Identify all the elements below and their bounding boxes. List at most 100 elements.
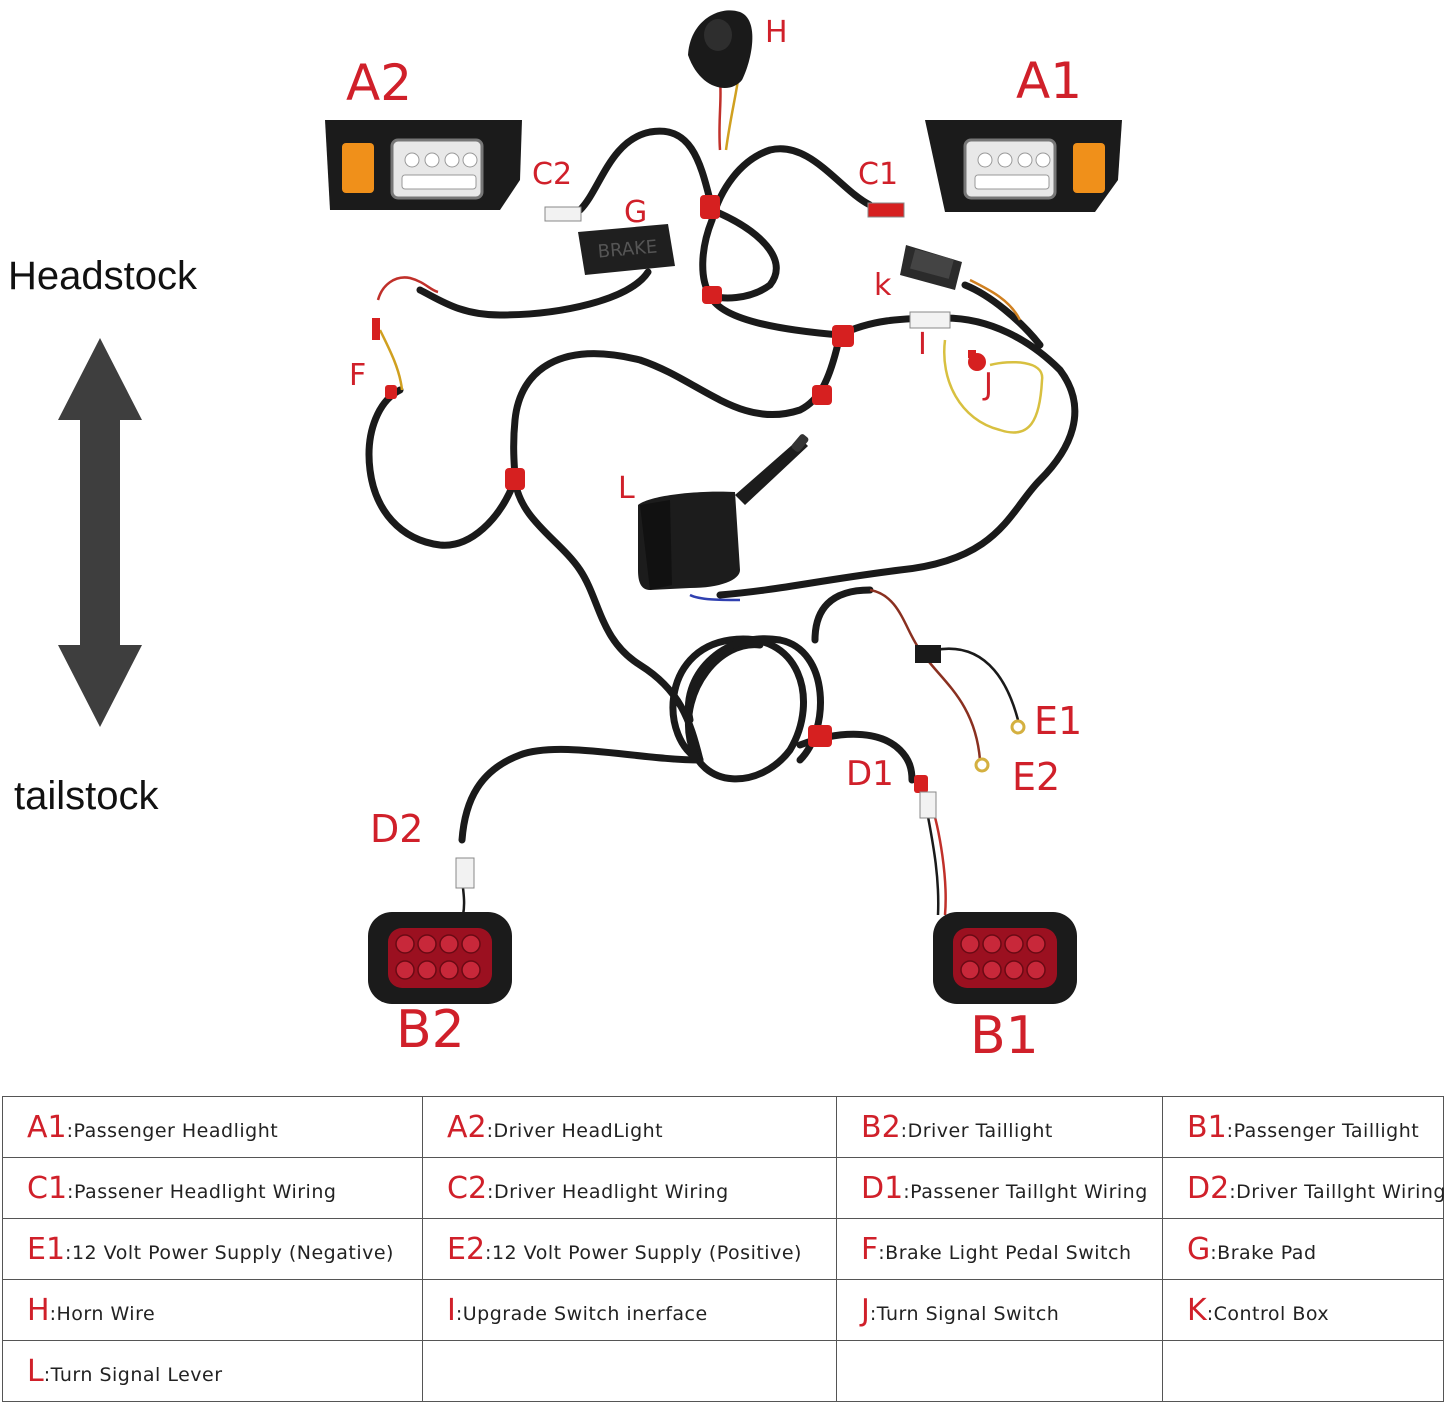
legend-code: H: [27, 1292, 50, 1328]
label-c2: C2: [532, 157, 572, 192]
legend-description: Driver Headlight Wiring: [493, 1180, 729, 1203]
legend-description: Horn Wire: [56, 1302, 156, 1325]
brake-pad-icon: BRAKE: [578, 224, 675, 275]
label-h: H: [765, 15, 788, 50]
label-b2: B2: [396, 1000, 465, 1060]
legend-row: E1:12 Volt Power Supply (Negative)E2:12 …: [2, 1218, 1444, 1280]
legend-code: E1: [27, 1231, 66, 1267]
label-c1: C1: [858, 157, 898, 192]
legend-description: Driver Taillght Wiring: [1236, 1180, 1445, 1203]
legend-code: E2: [447, 1231, 486, 1267]
legend-separator: :: [903, 1180, 911, 1203]
legend-separator: :: [65, 1241, 72, 1264]
legend-cell: H:Horn Wire: [2, 1279, 423, 1341]
legend-cell: E1:12 Volt Power Supply (Negative): [2, 1218, 423, 1280]
legend-separator: :: [1210, 1241, 1218, 1264]
label-j: J: [982, 367, 993, 402]
label-g: G: [624, 195, 647, 230]
legend-cell: B1:Passenger Taillight: [1162, 1096, 1444, 1158]
legend-separator: :: [485, 1241, 492, 1264]
legend-code: K: [1187, 1292, 1207, 1328]
horn-icon: [688, 10, 753, 88]
legend-description: Turn Signal Lever: [50, 1363, 223, 1386]
legend-description: Passener Taillght Wiring: [910, 1180, 1148, 1203]
legend-code: J: [861, 1292, 870, 1328]
component-labels: A2 A1 C2 C1 G H k I J F L E1 E2 D1 D2 B2…: [346, 15, 1082, 1066]
headlight-a1: [925, 120, 1122, 212]
legend-cell: D2:Driver Taillght Wiring: [1162, 1157, 1445, 1219]
legend-code: I: [447, 1292, 456, 1328]
label-a1: A1: [1016, 52, 1082, 110]
legend-separator: :: [1229, 1180, 1237, 1203]
legend-cell: E2:12 Volt Power Supply (Positive): [422, 1218, 837, 1280]
legend-separator: :: [49, 1302, 57, 1325]
label-l: L: [618, 471, 635, 506]
harness-wires: [365, 127, 1079, 844]
label-d2: D2: [370, 807, 423, 851]
legend-row: L:Turn Signal Lever: [2, 1340, 1444, 1402]
wiring-diagram: BRAKE A2 A1 C2 C: [58, 10, 1122, 1066]
legend-cell: B2:Driver Taillight: [836, 1096, 1163, 1158]
label-f: F: [349, 358, 366, 393]
label-e1: E1: [1034, 699, 1082, 743]
taillight-b1: [933, 912, 1077, 1004]
legend-separator: :: [487, 1180, 494, 1203]
legend-description: Turn Signal Switch: [876, 1302, 1060, 1325]
legend-description: Passener Headlight Wiring: [73, 1180, 337, 1203]
legend-description: Brake Pad: [1217, 1241, 1317, 1264]
tailstock-label: tailstock: [14, 774, 159, 818]
taillight-b2: [368, 912, 512, 1004]
legend-separator: :: [878, 1241, 886, 1264]
legend-separator: :: [66, 1119, 74, 1142]
legend-description: Passenger Taillight: [1233, 1119, 1420, 1142]
legend-separator: :: [67, 1180, 74, 1203]
turn-signal-switch-icon: [968, 350, 986, 371]
legend-code: C1: [27, 1170, 68, 1206]
legend-code: G: [1187, 1231, 1211, 1267]
label-a2: A2: [346, 54, 412, 112]
legend-description: 12 Volt Power Supply (Negative): [71, 1241, 394, 1264]
legend-code: B2: [861, 1109, 901, 1145]
legend-cell: [1162, 1340, 1444, 1402]
legend-separator: :: [1226, 1119, 1234, 1142]
headstock-label: Headstock: [8, 254, 197, 298]
legend-cell: F:Brake Light Pedal Switch: [836, 1218, 1163, 1280]
legend-code: D1: [861, 1170, 904, 1206]
legend-cell: L:Turn Signal Lever: [2, 1340, 423, 1402]
legend-cell: A2:Driver HeadLight: [422, 1096, 837, 1158]
label-e2: E2: [1012, 755, 1060, 799]
legend-code: A2: [447, 1109, 487, 1145]
legend-code: F: [861, 1231, 879, 1267]
legend-cell: J:Turn Signal Switch: [836, 1279, 1163, 1341]
legend-code: L: [27, 1353, 44, 1389]
legend-cell: C2:Driver Headlight Wiring: [422, 1157, 837, 1219]
connectors: [372, 202, 1026, 889]
brake-pad-text: BRAKE: [597, 236, 658, 262]
legend-separator: :: [43, 1363, 51, 1386]
legend-description: Passenger Headlight: [73, 1119, 279, 1142]
legend-description: Control Box: [1213, 1302, 1330, 1325]
legend-cell: I:Upgrade Switch inerface: [422, 1279, 837, 1341]
legend-cell: G:Brake Pad: [1162, 1218, 1444, 1280]
legend-separator: :: [486, 1119, 494, 1142]
legend-description: 12 Volt Power Supply (Positive): [491, 1241, 802, 1264]
label-k: k: [874, 268, 892, 303]
legend-cell: [836, 1340, 1163, 1402]
legend-cell: [422, 1340, 837, 1402]
legend-code: A1: [27, 1109, 67, 1145]
legend-code: C2: [447, 1170, 488, 1206]
legend-description: Upgrade Switch inerface: [462, 1302, 708, 1325]
label-i: I: [918, 327, 927, 362]
legend-cell: C1:Passener Headlight Wiring: [2, 1157, 423, 1219]
legend-description: Driver Taillight: [907, 1119, 1053, 1142]
label-d1: D1: [846, 754, 894, 794]
legend-description: Driver HeadLight: [493, 1119, 664, 1142]
tape-junctions: [385, 195, 928, 793]
legend-cell: K:Control Box: [1162, 1279, 1444, 1341]
control-box-icon: [900, 245, 962, 290]
legend-separator: :: [869, 1302, 877, 1325]
legend-code: B1: [1187, 1109, 1227, 1145]
